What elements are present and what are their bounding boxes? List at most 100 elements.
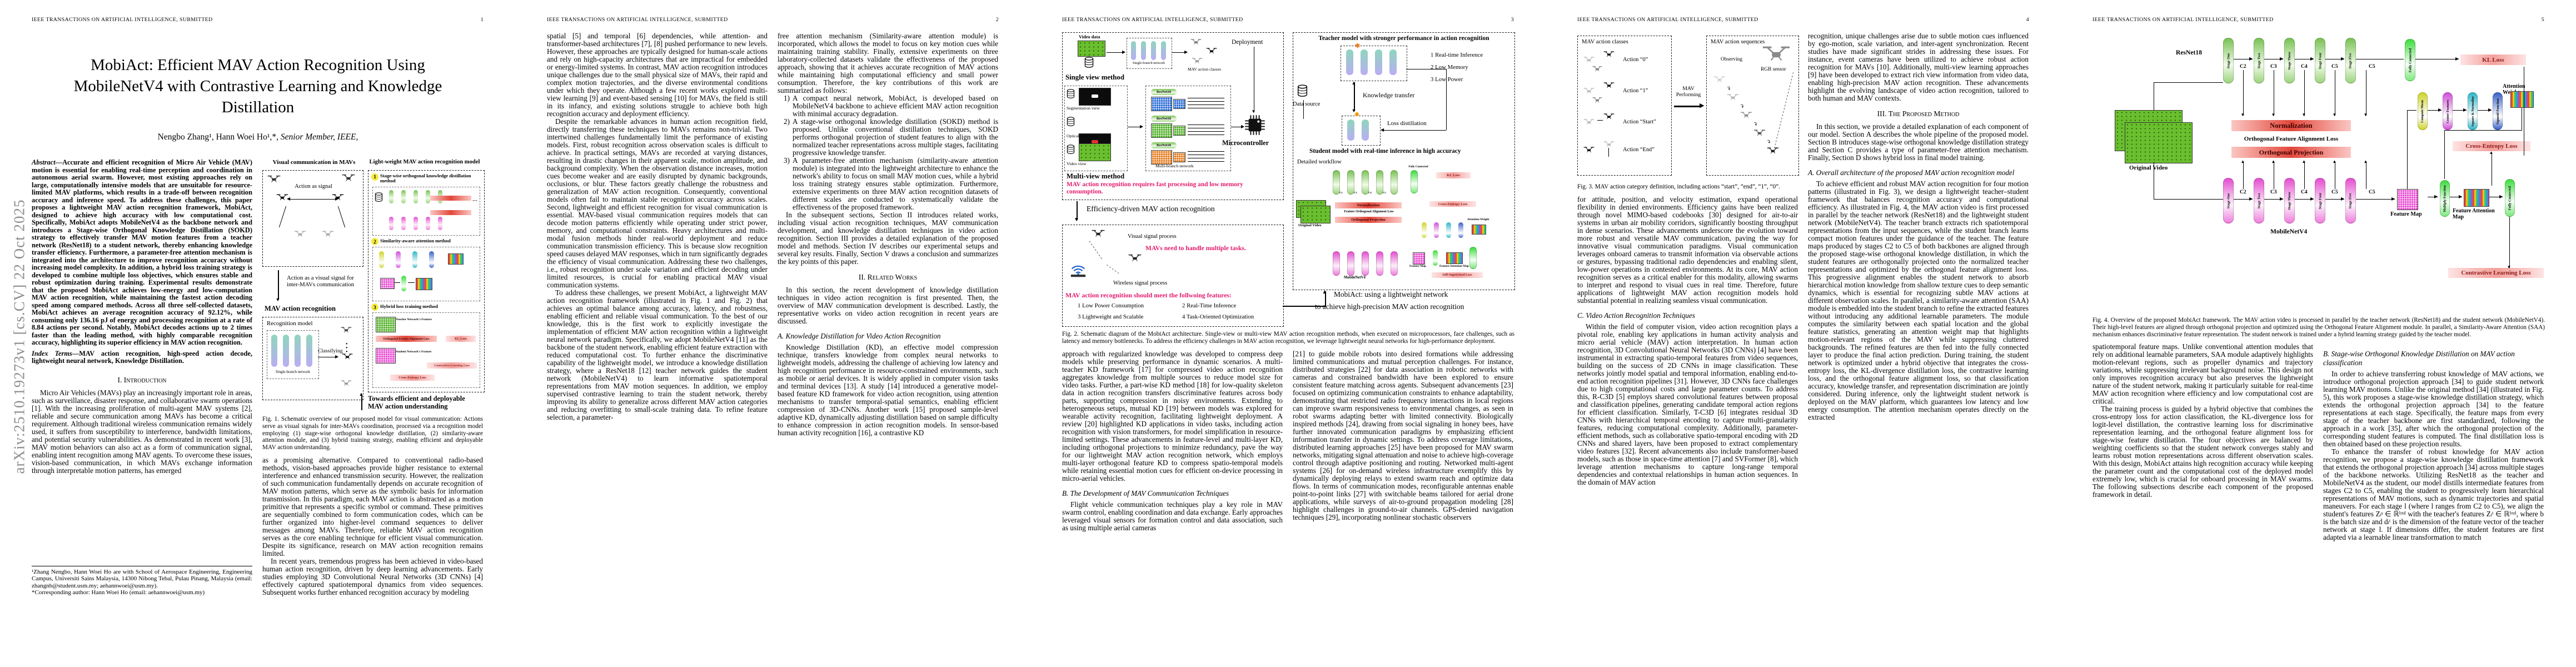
text-element bbox=[1726, 93, 1743, 101]
multi-branch-label: Multi-branch network bbox=[1155, 163, 1194, 168]
text-element: Data source bbox=[1293, 101, 1332, 107]
drone-icon bbox=[1592, 97, 1602, 103]
text-element bbox=[1297, 84, 1308, 89]
text-element bbox=[1191, 57, 1208, 64]
paragraph: [21] to guide mobile robots into desired… bbox=[1293, 349, 1513, 521]
contrastive-bar: Contrastive Learning Loss bbox=[2448, 268, 2544, 278]
network-bar bbox=[1389, 49, 1397, 75]
text-element: 2 Real-Time Inference bbox=[1182, 302, 1277, 309]
text-element: Stage Three bbox=[2288, 51, 2292, 70]
text-element: ▶ bbox=[1122, 49, 1126, 54]
text-element bbox=[1743, 116, 1749, 118]
page-3: IEEE TRANSACTIONS ON ARTIFICIAL INTELLIG… bbox=[1030, 0, 1546, 667]
text-element: Observing bbox=[1721, 57, 1754, 62]
text-element: MAV action recognition bbox=[265, 305, 365, 312]
text-element: C4 bbox=[1368, 191, 1372, 194]
drone-icon bbox=[341, 327, 352, 333]
orthogonal-projection-bar: Orthogonal Projection bbox=[1335, 217, 1402, 223]
text-element bbox=[1770, 152, 1776, 154]
text-element bbox=[1195, 62, 1199, 64]
database-icon bbox=[1067, 117, 1075, 126]
footnote-corresponding: *Corresponding author: Hann Woei Ho (ema… bbox=[32, 589, 205, 596]
microcontroller-label: Microcontroller bbox=[1222, 139, 1269, 147]
single-branch-label: Single-branch network bbox=[1132, 61, 1165, 65]
figure-4-caption: Fig. 4. Overview of the proposed MobiAct… bbox=[2092, 317, 2545, 338]
text-element: Feature Map bbox=[2390, 211, 2429, 217]
text-element bbox=[271, 180, 277, 182]
c-label: C3 bbox=[2270, 63, 2277, 69]
column-right: B. Stage-wise Orthogonal Knowledge Disti… bbox=[2323, 343, 2544, 541]
section-heading: I. Introduction bbox=[117, 375, 167, 384]
original-video-thumb bbox=[1301, 206, 1331, 223]
drone-icon bbox=[1583, 119, 1595, 125]
stage-pill: Stage Five bbox=[2345, 38, 2356, 83]
column-left: spatiotemporal feature maps. Unlike conv… bbox=[2092, 343, 2313, 541]
text-element: Orthogonal Feature Alignment Loss bbox=[2218, 136, 2365, 142]
text-element: ResNet18 bbox=[1157, 117, 1171, 121]
drone-icon bbox=[1583, 88, 1595, 94]
detailed-workflow-label: Detailed workflow bbox=[1297, 159, 1342, 165]
contrastive-bar: Contrastive Learning Loss bbox=[427, 362, 477, 369]
text-element bbox=[1092, 94, 1098, 98]
paragraph: recognition, unique challenges arise due… bbox=[1808, 32, 2029, 102]
text-element bbox=[1096, 232, 1100, 236]
text-element: ▼ bbox=[1251, 109, 1256, 114]
text-element bbox=[1297, 86, 1308, 97]
text-element bbox=[1355, 112, 1359, 116]
text-element bbox=[1585, 88, 1593, 91]
text-element: ▶ bbox=[2310, 196, 2314, 201]
original-video-label: Original Video bbox=[2129, 165, 2168, 171]
running-header: IEEE TRANSACTIONS ON ARTIFICIAL INTELLIG… bbox=[2092, 17, 2544, 23]
text-element bbox=[276, 193, 292, 201]
feature-map-grid bbox=[380, 278, 395, 289]
list-number: 3) bbox=[784, 156, 790, 165]
attention-mini-pill bbox=[396, 251, 401, 268]
text-element bbox=[1607, 55, 1611, 57]
text-element bbox=[1069, 261, 1089, 278]
text-element bbox=[1607, 84, 1611, 87]
text-element bbox=[1607, 53, 1611, 56]
fig3-classes-box bbox=[1577, 36, 1672, 176]
text-element bbox=[1585, 57, 1593, 60]
fig1-box3 bbox=[372, 312, 480, 388]
text-element bbox=[1067, 118, 1075, 126]
list-item: 1)A compact neural network, MobiAct, is … bbox=[778, 94, 998, 118]
stage-pill: Stage Two bbox=[2254, 38, 2264, 83]
database-icon bbox=[1084, 57, 1094, 68]
text-element bbox=[1067, 120, 1074, 124]
drone-icon bbox=[1128, 254, 1142, 261]
text-element: Square & Normalize bbox=[2470, 96, 2475, 127]
stage-pill: Stage Five bbox=[2345, 178, 2356, 223]
orthogonal-projection-bar: Orthogonal Projection bbox=[2231, 147, 2351, 158]
text-element bbox=[267, 175, 283, 182]
single-branch-label: Single-branch network bbox=[275, 370, 311, 374]
stage-pill: Center Features bbox=[2443, 92, 2453, 130]
text-element: Original Video bbox=[2129, 165, 2196, 171]
network-bar bbox=[271, 335, 277, 367]
ofal-label: Orthogonal Feature Alignment Loss bbox=[2244, 136, 2339, 142]
resnet-pill: ResNet18 bbox=[1151, 116, 1177, 122]
action-label: Action “0” bbox=[1623, 57, 1648, 63]
text-element: Segmentation view bbox=[1067, 106, 1122, 111]
text-element bbox=[272, 178, 276, 181]
text-element bbox=[1067, 145, 1077, 157]
deployment-label: Deployment bbox=[1232, 39, 1263, 46]
text-element bbox=[297, 235, 303, 237]
text-element bbox=[1730, 98, 1736, 101]
text-element: Deployment bbox=[1232, 39, 1276, 46]
attention-mini-pill bbox=[1446, 222, 1451, 238]
title-block: MobiAct: Efficient MAV Action Recognitio… bbox=[32, 32, 484, 142]
text-element: ◀ bbox=[287, 196, 291, 201]
database-icon bbox=[1297, 84, 1308, 97]
stage-pill: Multiply Function bbox=[2440, 180, 2450, 217]
page-number: 2 bbox=[995, 17, 999, 23]
text-element bbox=[408, 282, 415, 283]
drone-icon bbox=[1206, 48, 1217, 54]
